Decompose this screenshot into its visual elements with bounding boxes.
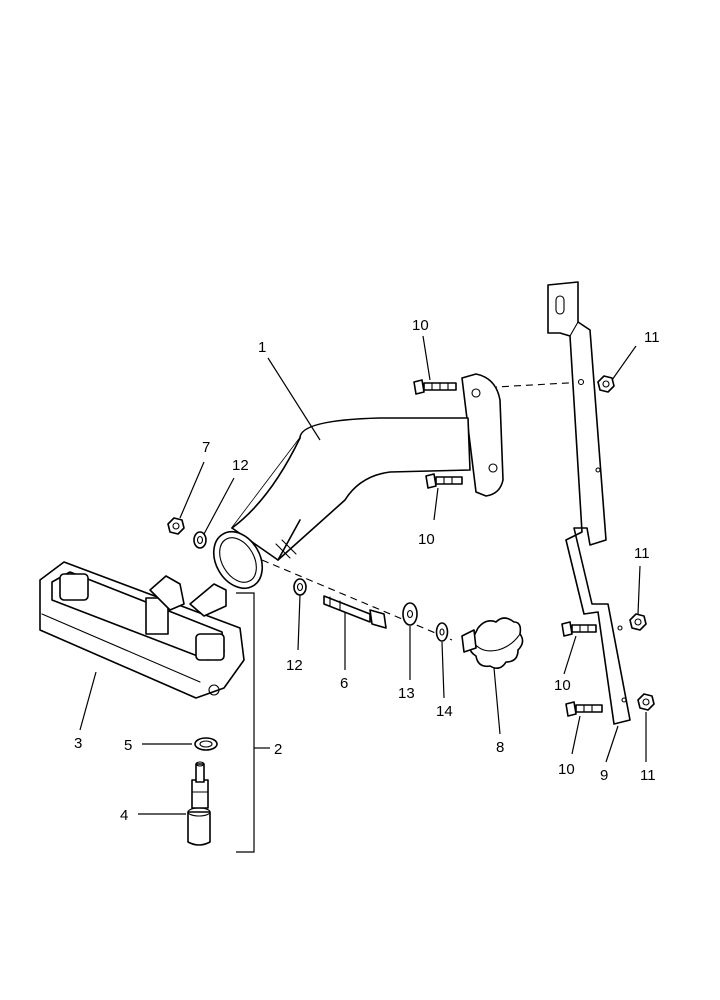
callout-11-top: 11 (644, 329, 660, 346)
part-7-nut (167, 517, 185, 535)
part-11-nut-a (597, 375, 615, 393)
part-11-nut-c (637, 693, 655, 711)
part-13-washer (402, 602, 418, 626)
callout-12-bottom: 12 (286, 657, 303, 674)
callout-1: 1 (258, 339, 266, 356)
callout-11-mid: 11 (634, 545, 650, 562)
leader-lines (79, 335, 647, 815)
callout-3: 3 (74, 735, 82, 752)
part-12-washer-a (193, 531, 207, 549)
part-10-bolt-b (425, 473, 463, 489)
part-8-star-knob (461, 617, 524, 670)
part-1-bent-tube (212, 373, 504, 590)
part-4-pin (187, 761, 211, 846)
part-12-washer-b (293, 578, 307, 596)
callout-4: 4 (120, 807, 128, 824)
part-9-bracket (547, 281, 631, 725)
assembly-bracket-line (236, 592, 255, 853)
callout-8: 8 (496, 739, 504, 756)
callout-labels: 1 7 12 10 10 12 6 13 14 8 11 11 10 10 9 … (74, 317, 660, 824)
callout-2: 2 (274, 741, 282, 758)
callout-11-bottom: 11 (640, 767, 656, 784)
callout-6: 6 (340, 675, 348, 692)
part-6-long-bolt (323, 595, 387, 629)
callout-5: 5 (124, 737, 132, 754)
callout-12-top: 12 (232, 457, 249, 474)
part-5-o-ring (194, 737, 218, 751)
callout-7: 7 (202, 439, 210, 456)
callout-10-top: 10 (412, 317, 429, 334)
part-11-nut-b (629, 613, 647, 631)
callout-10-right-lower: 10 (558, 761, 575, 778)
part-3-handle-housing (39, 561, 245, 699)
callout-9: 9 (600, 767, 608, 784)
part-10-bolt-c (561, 621, 597, 637)
callout-13: 13 (398, 685, 415, 702)
callout-10-right-upper: 10 (554, 677, 571, 694)
part-14-washer (435, 622, 449, 642)
part-10-bolt-d (565, 701, 603, 717)
callout-14: 14 (436, 703, 453, 720)
part-10-bolt-a (413, 379, 457, 395)
callout-10-mid: 10 (418, 531, 435, 548)
